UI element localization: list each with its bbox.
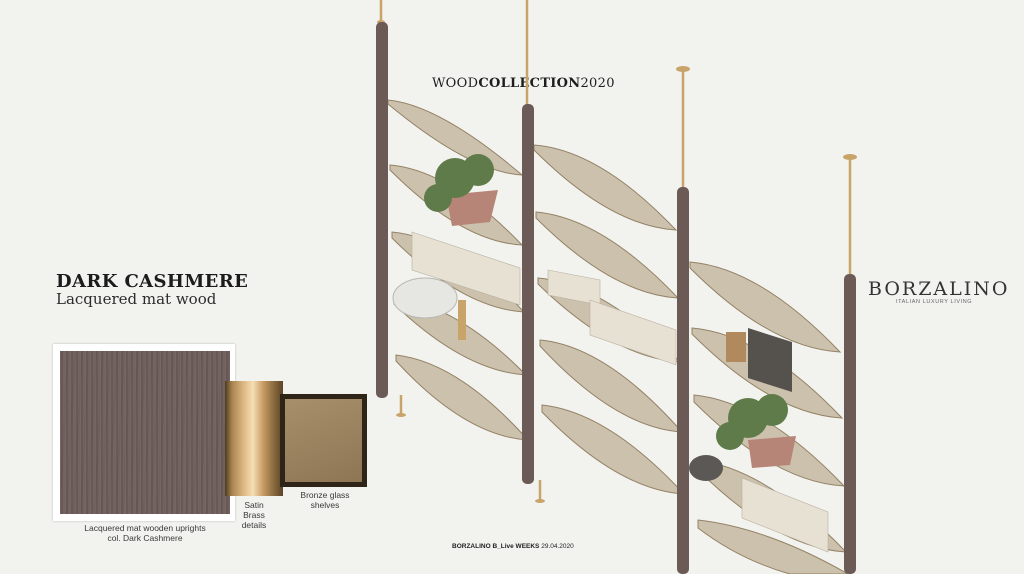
glass-shelf — [697, 519, 850, 574]
wood-swatch — [60, 351, 230, 514]
collection-title-year: 2020 — [580, 76, 615, 91]
copper-pot — [446, 190, 498, 226]
book-rows — [411, 231, 829, 553]
finish-name: DARK CASHMERE — [56, 271, 249, 292]
plant-pots — [446, 190, 796, 468]
brass-swatch-caption: Satin Brass details — [236, 500, 272, 530]
collection-title: WOODCOLLECTION2020 — [432, 76, 615, 91]
brass-swatch — [225, 381, 283, 496]
glass-caption-line-1: Bronze glass — [300, 490, 350, 500]
brass-cap — [676, 66, 690, 72]
brass-caption-line-1: Satin — [244, 500, 264, 510]
book-row — [741, 477, 829, 553]
brass-frame — [726, 332, 746, 362]
wood-caption-line-2: col. Dark Cashmere — [107, 533, 183, 543]
brass-cap — [535, 499, 545, 503]
brand-tagline: ITALIAN LUXURY LIVING — [896, 299, 973, 305]
plant-foliage — [424, 184, 452, 212]
brass-bookend — [458, 300, 466, 340]
plant-foliage — [716, 422, 744, 450]
plant-foliage — [462, 154, 494, 186]
brass-caption-line-3: details — [241, 520, 267, 530]
glass-shelf — [387, 99, 524, 176]
finish-description: Lacquered mat wood — [56, 290, 217, 308]
glass-swatch — [280, 394, 367, 487]
brass-caption-line-2: Brass — [243, 510, 265, 520]
glass-swatch-fill — [285, 399, 362, 482]
plant-foliage — [756, 394, 788, 426]
decor-objects — [392, 277, 792, 481]
brass-cap — [396, 413, 406, 417]
event-footer: BORZALINO B_Live WEEKS 29.04.2020 — [452, 543, 574, 550]
glass-swatch-caption: Bronze glass shelves — [292, 490, 358, 510]
copper-pot — [748, 436, 796, 468]
wood-swatch-caption: Lacquered mat wooden uprights col. Dark … — [60, 523, 230, 543]
book-row — [411, 231, 521, 306]
bookcase-illustration — [376, 0, 857, 574]
glass-shelf — [689, 261, 842, 353]
wooden-uprights — [376, 22, 856, 574]
glass-shelf — [533, 144, 678, 231]
collection-title-prefix: WOOD — [432, 76, 479, 91]
wooden-upright — [522, 104, 534, 484]
wooden-upright — [844, 274, 856, 574]
wooden-upright — [677, 187, 689, 574]
wood-caption-line-1: Lacquered mat wooden uprights — [84, 523, 206, 533]
white-bowl — [392, 277, 458, 319]
event-name: BORZALINO B_Live WEEKS — [452, 543, 540, 550]
wooden-upright — [376, 22, 388, 398]
brass-cap — [843, 154, 857, 160]
event-date: 29.04.2020 — [541, 543, 574, 550]
glass-caption-line-2: shelves — [310, 500, 340, 510]
dark-vase — [689, 455, 723, 481]
book-row — [589, 299, 677, 366]
collection-title-bold: COLLECTION — [478, 76, 581, 91]
dark-sculpture — [748, 328, 792, 392]
plants — [424, 154, 788, 450]
brand-logo: BORZALINO — [868, 278, 1010, 300]
brass-rods — [379, 0, 852, 500]
